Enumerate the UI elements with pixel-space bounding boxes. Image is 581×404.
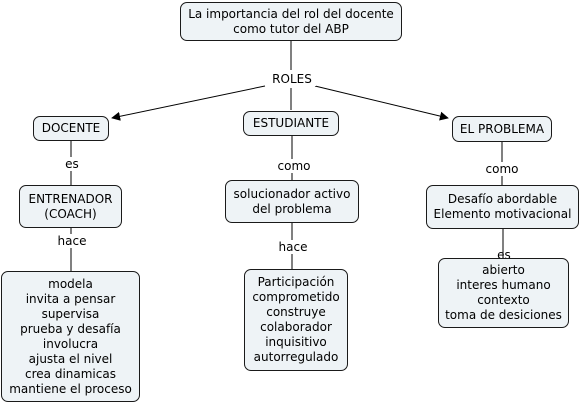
entrenador-node[interactable]: ENTRENADOR (COACH) — [19, 185, 122, 228]
problema-traits-node[interactable]: abierto interes humano contexto toma de … — [438, 258, 569, 328]
el-problema-node[interactable]: EL PROBLEMA — [452, 116, 552, 142]
solucionador-node[interactable]: solucionador activo del problema — [225, 180, 359, 223]
docente-node[interactable]: DOCENTE — [33, 116, 109, 141]
estudiante-node[interactable]: ESTUDIANTE — [243, 111, 339, 136]
link-label-como-problema: como — [482, 162, 522, 176]
desafio-node[interactable]: Desafío abordable Elemento motivacional — [426, 185, 579, 229]
link-label-es: es — [61, 157, 83, 171]
connector-roles-problema — [314, 85, 449, 121]
title-node[interactable]: La importancia del rol del docente como … — [180, 2, 402, 41]
title-line-1: La importancia del rol del docente — [188, 6, 394, 21]
link-label-es-problema: es — [497, 251, 511, 260]
link-label-hace-estudiante: hace — [276, 240, 310, 254]
title-line-2: como tutor del ABP — [233, 21, 349, 36]
docente-actions-node[interactable]: modela invita a pensar supervisa prueba … — [1, 271, 140, 402]
link-label-como-estudiante: como — [275, 159, 313, 173]
roles-label: ROLES — [268, 72, 316, 86]
link-label-hace-docente: hace — [55, 234, 89, 248]
estudiante-traits-node[interactable]: Participación comprometido construye col… — [244, 269, 348, 371]
connector-roles-docente — [111, 85, 266, 121]
